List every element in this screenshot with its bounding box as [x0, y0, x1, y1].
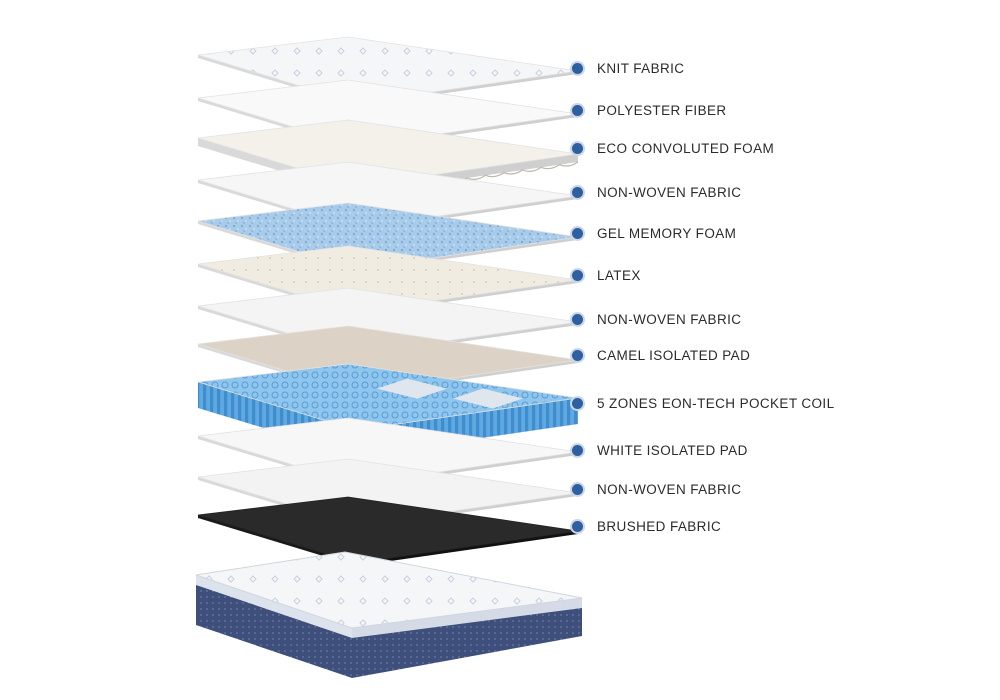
layer-label-text: WHITE ISOLATED PAD [597, 442, 748, 458]
marker-dot-icon [572, 397, 583, 409]
marker-dot-icon [572, 313, 583, 325]
mattress-pillow-band-right [352, 598, 582, 638]
label-camel-isolated-pad-8: CAMEL ISOLATED PAD [572, 345, 750, 365]
label-non-woven-fabric-11: NON-WOVEN FABRIC [572, 479, 741, 499]
layer-12-brushed-fabric-left-edge [198, 515, 356, 566]
mattress-left-side [196, 575, 352, 678]
marker-dot-icon [572, 520, 583, 532]
mattress-pillow-band-left [196, 575, 352, 638]
assembled-mattress [195, 551, 583, 678]
layer-label-text: 5 ZONES EON-TECH POCKET COIL [597, 395, 835, 411]
marker-dot-icon [572, 444, 583, 456]
label-knit-fabric-1: KNIT FABRIC [572, 58, 684, 78]
marker-dot-icon [572, 483, 583, 495]
layer-label-text: GEL MEMORY FOAM [597, 225, 737, 241]
layer-label-text: NON-WOVEN FABRIC [597, 311, 742, 327]
layer-label-text: ECO CONVOLUTED FOAM [597, 140, 775, 156]
label-latex-6: LATEX [572, 265, 641, 285]
label-non-woven-fabric-4: NON-WOVEN FABRIC [572, 182, 741, 202]
label-gel-memory-foam-5: GEL MEMORY FOAM [572, 223, 736, 243]
layer-12-brushed-fabric-top-face [197, 496, 579, 564]
layer-label-text: KNIT FABRIC [597, 60, 685, 76]
marker-dot-icon [572, 186, 583, 198]
mattress-right-side [352, 598, 582, 678]
label-eco-convoluted-foam-3: ECO CONVOLUTED FOAM [572, 138, 774, 158]
layer-stack [197, 36, 579, 566]
marker-dot-icon [572, 104, 583, 116]
layer-9-5-zones-eon-tech-pocket-coil-zone-2 [453, 388, 523, 409]
marker-dot-icon [572, 269, 583, 281]
marker-dot-icon [572, 227, 583, 239]
layer-12-brushed-fabric [197, 496, 579, 566]
label-white-isolated-pad-10: WHITE ISOLATED PAD [572, 440, 748, 460]
label-non-woven-fabric-7: NON-WOVEN FABRIC [572, 309, 741, 329]
marker-dot-icon [572, 62, 583, 74]
layer-label-text: BRUSHED FABRIC [597, 518, 722, 534]
label-brushed-fabric-12: BRUSHED FABRIC [572, 516, 721, 536]
label-5-zones-eon-tech-pocket-coil-9: 5 ZONES EON-TECH POCKET COIL [572, 393, 835, 413]
layer-label-text: LATEX [597, 267, 641, 283]
mattress-top [195, 551, 583, 629]
layer-9-5-zones-eon-tech-pocket-coil-zone-1 [377, 378, 447, 399]
marker-dot-icon [572, 142, 583, 154]
layer-12-brushed-fabric-right-edge [356, 531, 578, 566]
marker-dot-icon [572, 349, 583, 361]
layer-label-text: CAMEL ISOLATED PAD [597, 347, 751, 363]
label-polyester-fiber-2: POLYESTER FIBER [572, 100, 727, 120]
layer-label-text: NON-WOVEN FABRIC [597, 184, 742, 200]
layer-label-text: POLYESTER FIBER [597, 102, 727, 118]
layer-label-text: NON-WOVEN FABRIC [597, 481, 742, 497]
